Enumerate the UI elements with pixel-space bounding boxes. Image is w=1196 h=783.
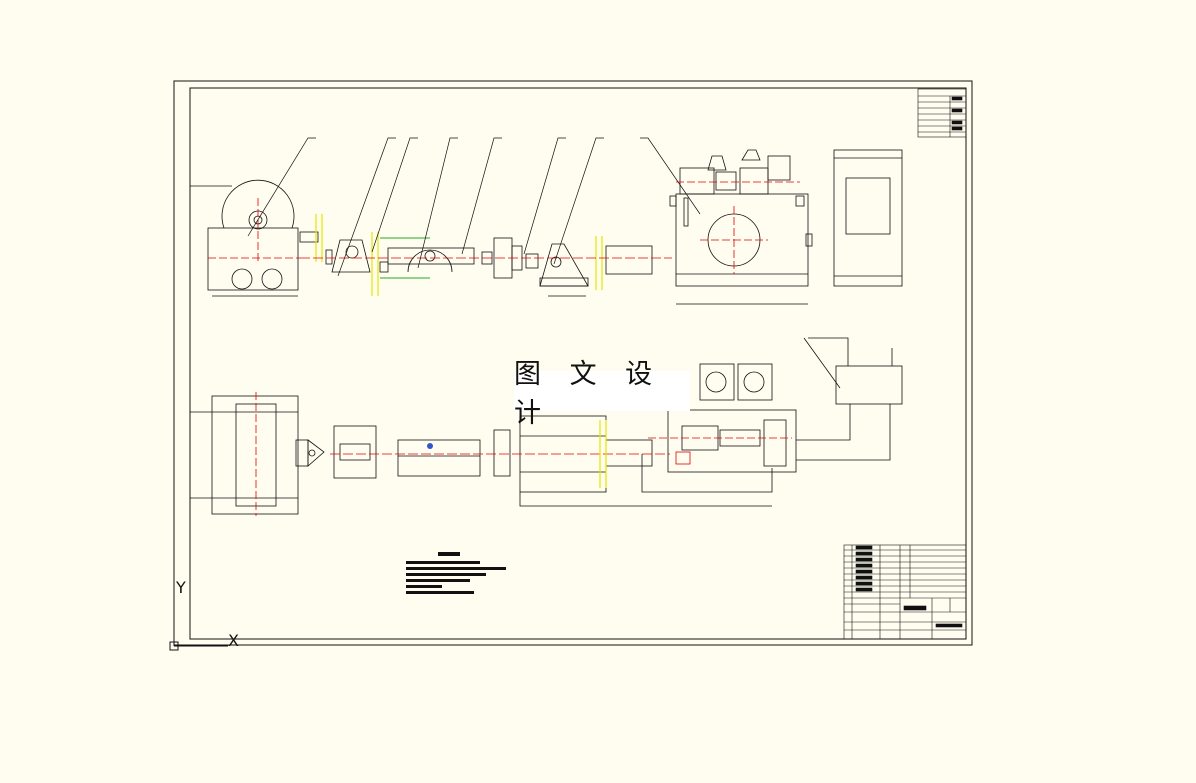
hidden-lines-bottom	[599, 420, 607, 488]
blue-marker	[427, 443, 433, 449]
bearing-block-1	[325, 239, 389, 273]
ucs-y-label: Y	[175, 578, 186, 597]
top-right-table	[917, 88, 967, 138]
winch-assembly	[190, 179, 319, 297]
flywheel	[387, 237, 523, 279]
shaft-lines	[380, 237, 430, 279]
cylinder-rod-top	[605, 245, 653, 275]
leader-lines-top	[247, 137, 701, 277]
outer-frame	[173, 80, 973, 646]
watermark-label: 图 文 设 计	[514, 359, 690, 429]
ucs-icon	[169, 596, 228, 651]
inner-frame	[189, 87, 967, 640]
title-block	[843, 544, 967, 640]
hydraulic-station-top	[669, 149, 813, 305]
ucs-x-label: X	[228, 631, 239, 650]
hidden-lines-top	[315, 214, 603, 296]
technical-notes	[406, 552, 506, 594]
bearing-plan-views	[333, 415, 653, 493]
winch-plan-view	[190, 395, 325, 515]
bearing-block-2	[525, 243, 589, 297]
electrical-cabinet	[833, 149, 903, 287]
